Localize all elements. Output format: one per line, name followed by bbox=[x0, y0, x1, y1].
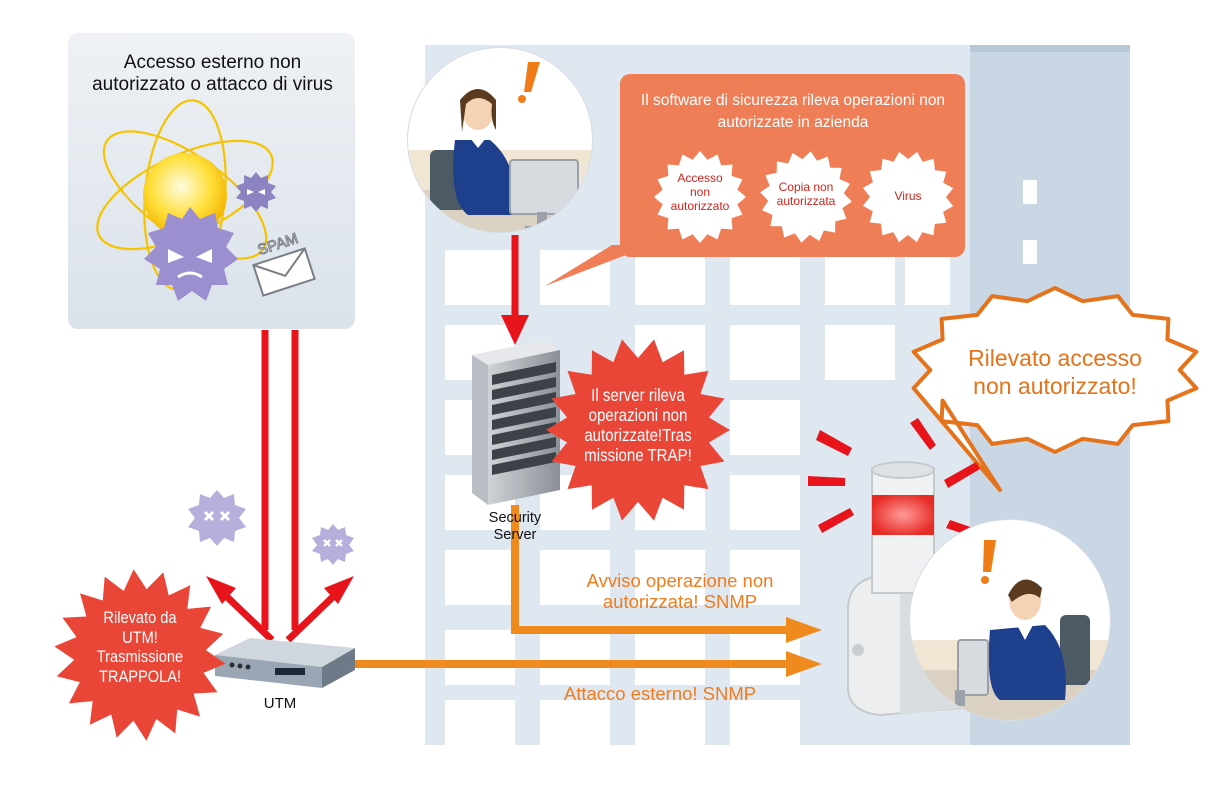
badge-unauthorized-access: Accesso non autorizzato bbox=[670, 171, 730, 213]
server-alert-burst bbox=[546, 339, 730, 521]
badge-unauthorized-copy-shape bbox=[760, 151, 852, 243]
operator-to-server-arrow bbox=[501, 235, 529, 345]
badge-unauthorized-copy: Copia non autorizzata bbox=[776, 180, 836, 208]
virus-small-icon bbox=[236, 172, 276, 212]
threat-arrows bbox=[219, 330, 341, 643]
deflect-arrowheads bbox=[206, 576, 354, 604]
badge-virus-shape bbox=[862, 151, 954, 243]
utm-burst-text: Rilevato da UTM! Trasmissione TRAPPOLA! bbox=[96, 608, 184, 686]
spam-envelope-icon bbox=[252, 247, 316, 297]
detection-panel bbox=[545, 74, 965, 286]
alert-speech-bubble bbox=[911, 286, 1199, 492]
utm-device-icon bbox=[215, 638, 355, 688]
utm-snmp-label: Attacco esterno! SNMP bbox=[563, 683, 757, 704]
server-label: Security Server bbox=[488, 510, 542, 543]
security-server-icon bbox=[472, 340, 560, 505]
deflected-virus-right-icon bbox=[312, 524, 354, 565]
server-snmp-label: Avviso operazione non autorizzata! SNMP bbox=[586, 570, 774, 613]
badge-virus: Virus bbox=[894, 189, 922, 203]
virus-large-icon bbox=[144, 207, 238, 301]
utm-label: UTM bbox=[263, 695, 297, 712]
deflected-virus-left-icon bbox=[188, 490, 246, 546]
sun-core-icon bbox=[143, 153, 227, 237]
server-burst-text: Il server rileva operazioni non autorizz… bbox=[584, 385, 692, 466]
threat-box-title: Accesso esterno non autorizzato o attacc… bbox=[92, 52, 333, 95]
alert-speech-text: Rilevato accesso non autorizzato! bbox=[968, 345, 1142, 399]
snmp-flow-arrows bbox=[355, 505, 822, 677]
utm-alert-burst bbox=[54, 569, 226, 741]
external-threat-box bbox=[68, 33, 355, 329]
badge-unauthorized-access-shape bbox=[654, 151, 746, 243]
detection-panel-title: Il software di sicurezza rileva operazio… bbox=[640, 92, 946, 132]
